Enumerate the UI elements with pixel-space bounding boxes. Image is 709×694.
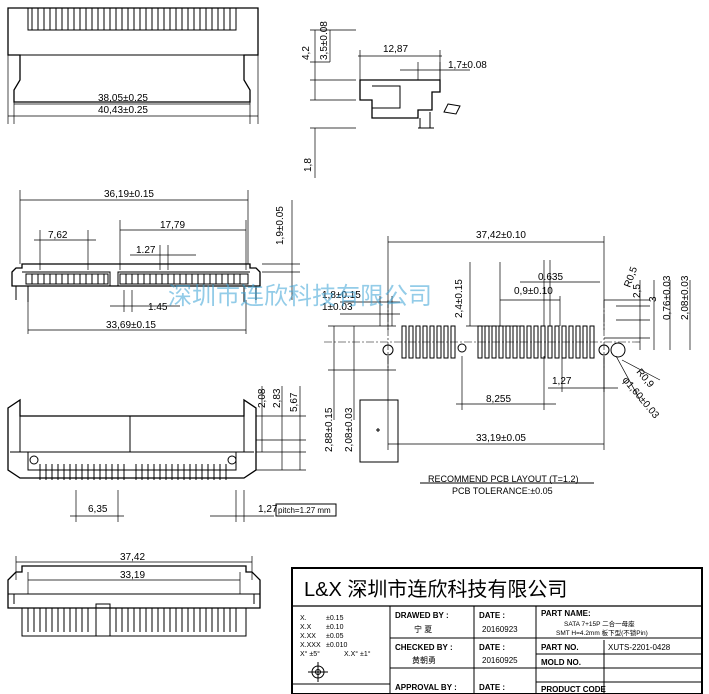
checked-by-name: 黄朝勇 [412,655,436,665]
bottom-view-pins [27,608,237,632]
approval-by-label: APPROVAL BY : [395,683,457,692]
tol-xxx-label: X.XX [300,633,316,640]
tol-xxxx-label: X.XXX [300,642,321,649]
pcb-dim-33-19: 33,19±0.05 [476,433,526,444]
dim-40-43: 40,43±0.25 [98,105,148,116]
dim-33-19-bottom: 33,19 [120,570,145,581]
pcb-dim-3: 3 [648,296,659,302]
tol-xx-label: X.X [300,624,312,631]
pcb-note-tolerance: PCB TOLERANCE:±0.05 [452,486,553,496]
date-value-2: 20160925 [482,656,518,665]
top-view-pins [31,8,231,30]
pcb-dim-1-8: 1,8±0.15 [322,290,361,301]
date-label-1: DATE : [479,611,505,620]
part-name-line-1: SATA 7+15P 二合一母座 [564,619,635,628]
date-value-1: 20160923 [482,625,518,634]
dim-2-08: 2,08 [257,388,268,408]
pcb-dim-0-9: 0,9±0.10 [514,286,553,297]
dim-1-45: 1.45 [148,302,168,313]
pcb-dim-8-255: 8,255 [486,394,511,405]
dim-5-67: 5,67 [289,392,300,412]
pcb-dim-1: 1±0.03 [322,302,353,313]
mold-no-label: MOLD NO. [541,658,581,667]
pcb-pads [401,325,595,359]
front-view: 2,08 2,83 5,67 6,35 1,27 pitch=1.27 mm [7,386,337,522]
pcb-dim-0-635: 0.635 [538,272,563,283]
part-no-value: XUTS-2201-0428 [608,643,671,652]
checked-by-label: CHECKED BY : [395,643,453,652]
part-name-label: PART NAME: [541,609,591,618]
date-label-3: DATE : [479,683,505,692]
dim-33-69: 33,69±0.15 [106,320,156,331]
watermark: 深圳市连欣科技有限公司 [168,283,432,310]
pcb-dim-2-5: 2,5 [632,284,643,298]
projection-symbol-icon [308,662,328,682]
dim-38-05: 38,05±0.25 [98,93,148,104]
pcb-dim-1-27: 1,27 [552,376,572,387]
tol-angle-1: X° ±5° [300,650,320,658]
tol-angle-2: X.X° ±1° [344,650,371,658]
dim-12-87: 12,87 [383,44,408,55]
pcb-dim-2-08: 2,08±0.03 [680,275,691,320]
pitch-label: pitch=1.27 mm [278,506,331,515]
dim-1-8: 1,8 [303,158,314,172]
pcb-dim-2-88: 2,88±0.15 [324,407,335,452]
pcb-dim-0-76: 0,76±0.03 [662,275,673,320]
dim-1-27-front: 1,27 [258,504,278,515]
drawn-by-label: DRAWED BY : [395,611,449,620]
pcb-dim-2-08-v: 2,08±0.03 [344,407,355,452]
drawn-by-name: 宁 夏 [414,624,432,634]
product-code-label: PRODUCT CODE [541,685,607,694]
dim-1-7: 1,7±0.08 [448,60,487,71]
tol-xx-value: ±0.10 [326,624,344,631]
pcb-dim-2-4: 2,4±0.15 [454,279,465,318]
front-view-pins [39,464,227,480]
dim-2-83: 2,83 [272,388,283,408]
tol-xxx-value: ±0.05 [326,633,344,640]
date-label-2: DATE : [479,643,505,652]
part-name-line-2: SMT H=4.2mm 板下型(不锁Pin) [556,628,648,637]
side-view: 4,2 3,5±0.08 12,87 1,7±0.08 1,8 [301,21,487,178]
dim-36-19: 36,19±0.15 [104,189,154,200]
dim-1-27: 1.27 [136,245,156,256]
dim-4-2: 4,2 [301,46,312,60]
mid-left-pins [31,274,241,284]
dim-37-42-bottom: 37,42 [120,552,145,563]
pcb-dim-37-42: 37,42±0.10 [476,230,526,241]
dim-3-5: 3,5±0.08 [319,21,330,60]
tol-x-label: X. [300,615,307,622]
mid-left-view: 36,19±0.15 1,9±0.05 7,62 17,79 1.27 1.45… [11,189,300,334]
bottom-view: 37,42 33,19 [7,552,261,637]
pcb-layout: 37,42±0.10 0.635 0,9±0.10 2,4±0.15 1,8±0… [322,230,691,496]
dim-7-62: 7,62 [48,230,68,241]
top-view: 38,05±0.25 40,43±0.25 [7,7,259,124]
pcb-note-layout: RECOMMEND PCB LAYOUT (T=1.2) [428,474,578,484]
dim-6-35: 6,35 [88,504,108,515]
tol-xxxx-value: ±0.010 [326,642,347,649]
title-block: L&X 深圳市连欣科技有限公司 X. ±0.15 X.X ±0.10 X.XX … [291,567,703,694]
part-no-label: PART NO. [541,643,579,652]
dim-17-79: 17,79 [160,220,185,231]
dim-1-9: 1,9±0.05 [275,206,286,245]
tol-x-value: ±0.15 [326,615,344,622]
company-name: L&X 深圳市连欣科技有限公司 [304,578,567,601]
